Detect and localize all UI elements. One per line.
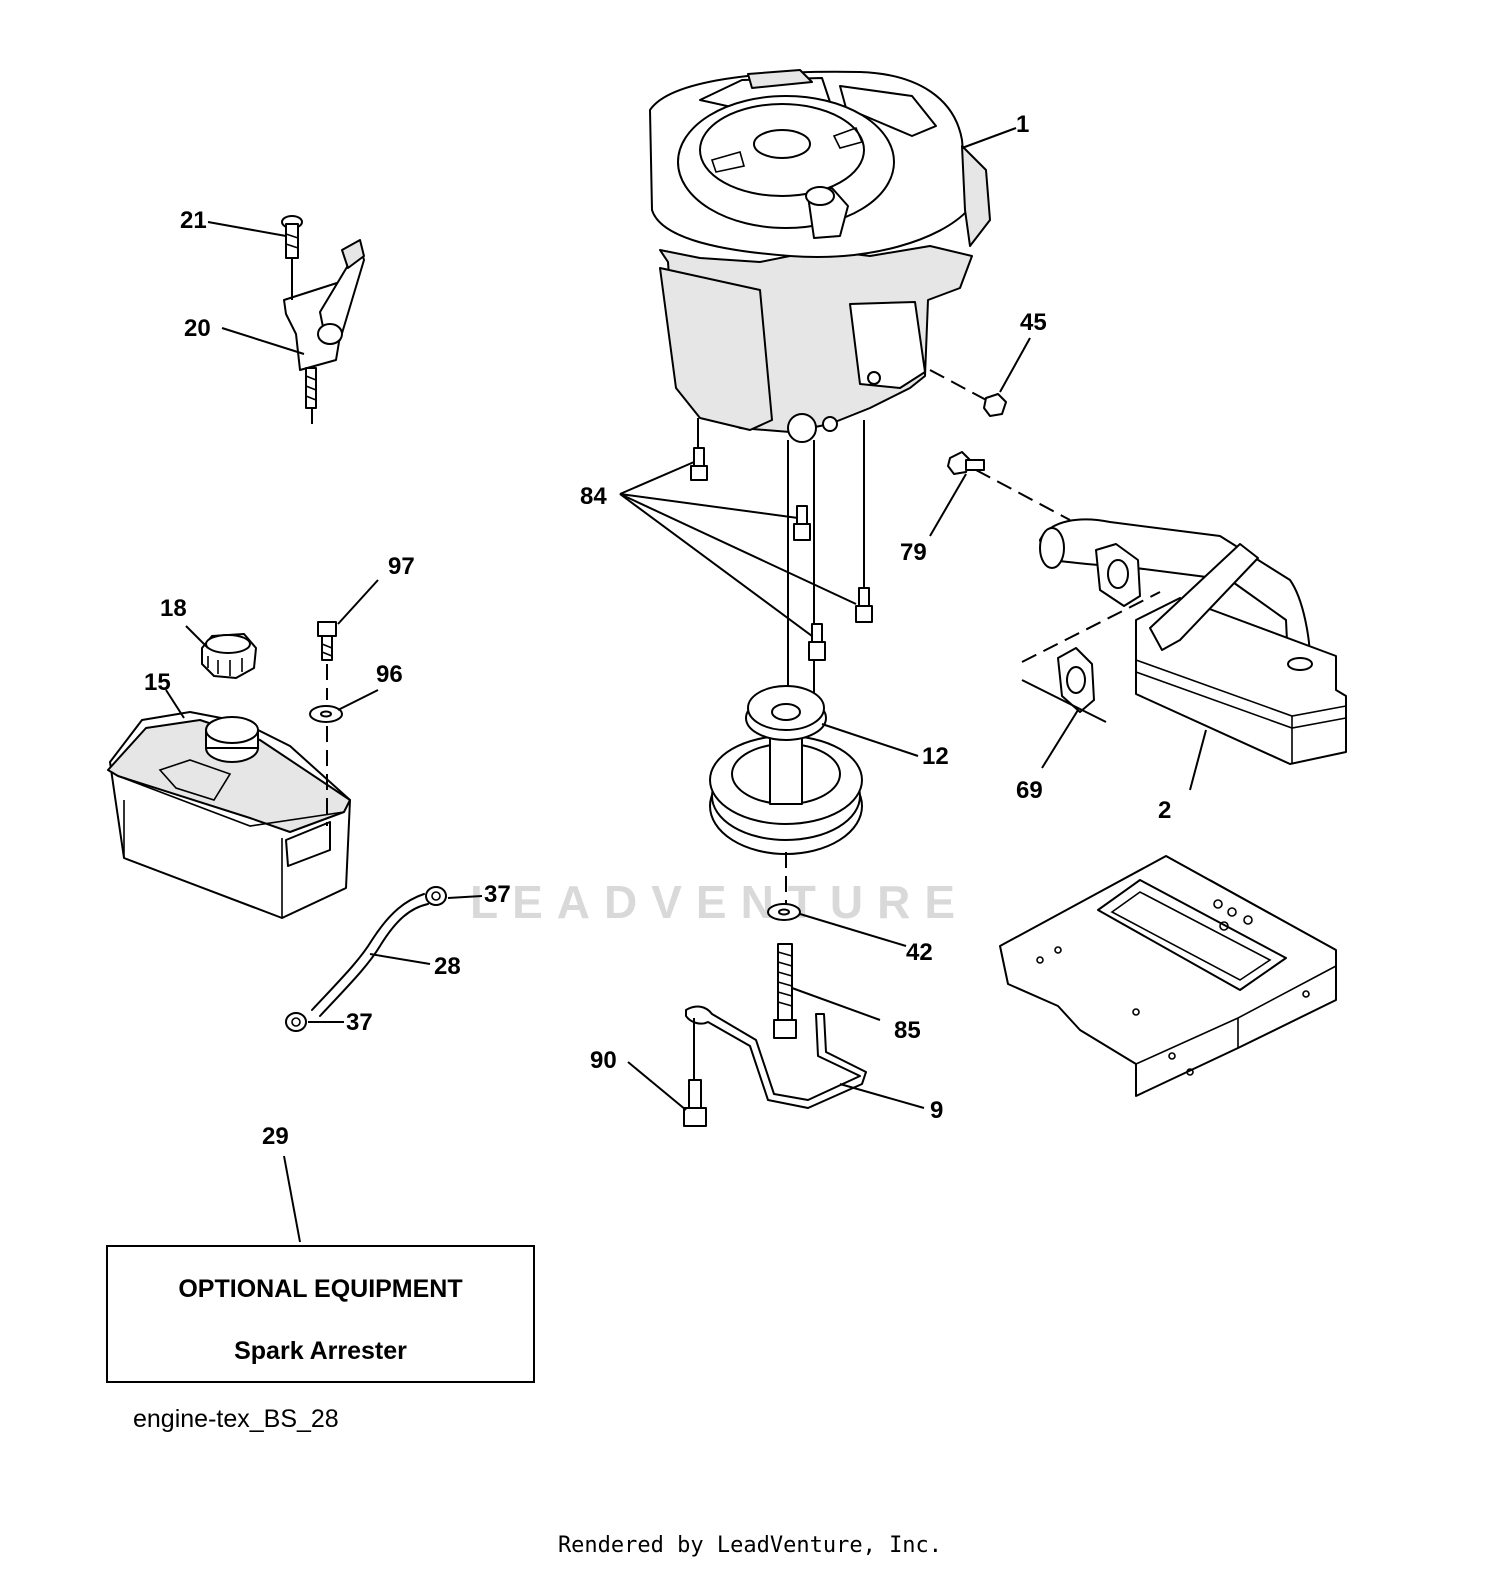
muffler-guide-line-upper [975,469,1071,521]
fuel-line-clamp-lower[interactable] [285,1012,307,1032]
engine-bolt-b[interactable] [793,505,811,541]
callout-69: 69 [1016,777,1043,804]
tank-bolt[interactable] [317,621,337,661]
optional-equipment-title: OPTIONAL EQUIPMENT [178,1275,463,1303]
diagram-id-label: engine-tex_BS_28 [133,1405,339,1433]
muffler-guide-line-lower [1021,591,1161,663]
callout-9: 9 [930,1097,943,1124]
exhaust-gasket-lower[interactable] [1057,647,1095,713]
callout-15: 15 [144,669,171,696]
callout-2: 2 [1158,797,1171,824]
optional-equipment-box: OPTIONAL EQUIPMENT Spark Arrester [106,1245,535,1383]
callout-42: 42 [906,939,933,966]
pulley-washer[interactable] [767,903,801,921]
callout-18: 18 [160,595,187,622]
pulley-bolt[interactable] [773,943,797,1039]
throttle-bolt[interactable] [281,215,303,259]
nut-guide-line [929,369,991,403]
engine-bolt-c[interactable] [855,587,873,623]
fuel-cap[interactable] [201,633,257,679]
callout-21: 21 [180,207,207,234]
callout-29: 29 [262,1123,289,1150]
render-credit: Rendered by LeadVenture, Inc. [557,1533,943,1558]
belt-guide-bracket[interactable] [685,1005,867,1109]
engine-part[interactable] [649,69,991,443]
engine-bolt-a[interactable] [690,447,708,481]
callout-97: 97 [388,553,415,580]
engine-mounting-plate[interactable] [999,855,1337,1097]
engine-nut[interactable] [983,393,1007,417]
fuel-tank[interactable] [107,711,351,919]
exhaust-gasket-upper[interactable] [1095,543,1141,607]
callout-1: 1 [1016,111,1029,138]
callout-45: 45 [1020,309,1047,336]
callout-12: 12 [922,743,949,770]
engine-bolt-d[interactable] [808,623,826,661]
exhaust-screw[interactable] [947,451,985,475]
callout-96: 96 [376,661,403,688]
muffler[interactable] [1039,518,1347,765]
watermark-text: LEADVENTURE [470,876,969,928]
fuel-line[interactable] [311,893,429,1017]
bracket-bolt[interactable] [683,1079,707,1127]
callout-37-upper: 37 [484,881,511,908]
callout-90: 90 [590,1047,617,1074]
optional-equipment-item: Spark Arrester [234,1337,407,1365]
tank-washer[interactable] [309,705,343,723]
callout-20: 20 [184,315,211,342]
callout-79: 79 [900,539,927,566]
throttle-control[interactable] [283,239,365,409]
callout-37-lower: 37 [346,1009,373,1036]
callout-28: 28 [434,953,461,980]
engine-pulley[interactable] [709,685,863,855]
fuel-line-clamp-upper[interactable] [425,886,447,906]
fuel-tank-neck[interactable] [205,716,259,763]
callout-85: 85 [894,1017,921,1044]
callout-84: 84 [580,483,607,510]
callout-leaders [165,127,1207,1243]
